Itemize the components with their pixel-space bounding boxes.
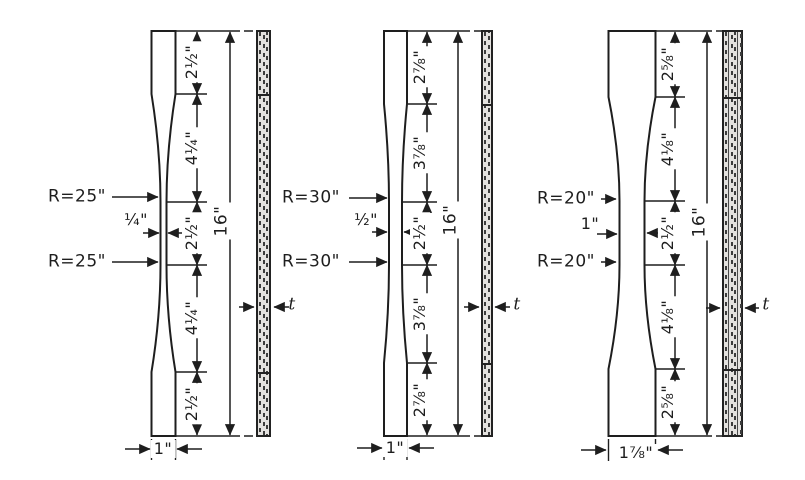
segment-label: 2⅞" xyxy=(410,46,430,88)
grip-width-label: 1" xyxy=(150,440,176,458)
segment-label: 4⅛" xyxy=(658,296,678,338)
specimen-3-edge-view xyxy=(722,30,743,437)
segment-label: 3⅞" xyxy=(410,293,430,335)
specimen-3-front-view xyxy=(581,30,759,461)
gauge-width-label: 1" xyxy=(580,214,600,233)
segment-label: 2½" xyxy=(658,212,678,254)
overall-length-label: 16" xyxy=(440,201,462,239)
radius-label-top: R=30" xyxy=(281,187,341,208)
thickness-label: t xyxy=(513,294,521,315)
segment-label: 4¼" xyxy=(182,297,202,339)
gauge-width-label: ¼" xyxy=(124,210,148,229)
specimen-1-front-view xyxy=(112,30,289,460)
overall-length-label: 16" xyxy=(211,202,233,240)
grip-width-label: 1⅞" xyxy=(615,444,657,462)
segment-label: 2⅝" xyxy=(658,43,678,85)
segment-label: 3⅞" xyxy=(410,132,430,174)
specimen-2-front-view xyxy=(349,30,510,460)
radius-label-bottom: R=25" xyxy=(47,251,107,272)
gauge-width-label: ½" xyxy=(354,210,378,229)
specimen-2-outline xyxy=(383,30,408,437)
segment-label: 2⅝" xyxy=(658,381,678,423)
segment-label: 2½" xyxy=(182,212,202,254)
segment-label: 4¼" xyxy=(182,127,202,169)
radius-label-bottom: R=20" xyxy=(536,251,596,272)
segment-label: 4⅛" xyxy=(658,128,678,170)
specimen-1-edge-view xyxy=(256,30,271,437)
segment-label: 2½" xyxy=(410,212,430,254)
segment-label: 2⅞" xyxy=(410,379,430,421)
segment-label: 2½" xyxy=(182,41,202,83)
thickness-label: t xyxy=(288,294,296,315)
radius-label-top: R=20" xyxy=(536,188,596,209)
overall-length-label: 16" xyxy=(689,203,711,241)
radius-label-top: R=25" xyxy=(47,186,107,207)
segment-label: 2½" xyxy=(182,383,202,425)
thickness-label: t xyxy=(762,294,770,315)
radius-label-bottom: R=30" xyxy=(281,251,341,272)
specimen-2-edge-view xyxy=(481,30,493,437)
grip-width-label: 1" xyxy=(382,439,408,457)
